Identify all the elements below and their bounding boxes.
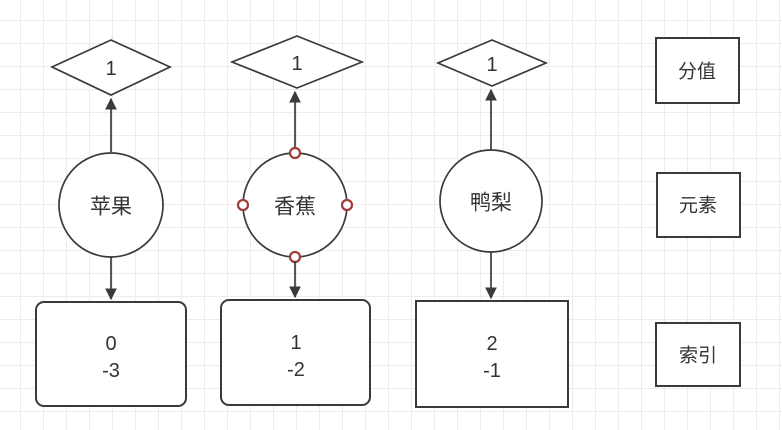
index-box[interactable] [415, 300, 569, 408]
index-label: 2 [486, 333, 497, 355]
score-diamond[interactable] [435, 39, 549, 87]
score-label: 1 [105, 58, 116, 80]
legend-label-index: 索引 [679, 345, 717, 367]
score-diamond[interactable] [49, 39, 173, 96]
legend-label-element: 元素 [679, 195, 717, 217]
connection-handle-right[interactable] [340, 198, 354, 212]
legend-box-score[interactable] [655, 37, 740, 104]
score-label: 1 [486, 54, 497, 76]
negative-index-label: -1 [483, 360, 501, 382]
legend-box-element[interactable] [656, 172, 741, 238]
score-label: 1 [291, 53, 302, 75]
element-label: 鸭梨 [470, 191, 512, 214]
legend-box-index[interactable] [655, 322, 741, 387]
column-apple: 1 苹果 0 -3 [35, 39, 187, 407]
negative-index-label: -3 [102, 360, 120, 382]
score-diamond[interactable] [229, 35, 365, 89]
legend: 分值 元素 索引 [655, 37, 741, 387]
index-label: 0 [105, 333, 116, 355]
connection-handle-left[interactable] [236, 198, 250, 212]
column-pear: 1 鸭梨 2 -1 [415, 39, 569, 408]
connection-handle-bottom[interactable] [288, 250, 302, 264]
column-banana: 1 香蕉 1 -2 [220, 35, 371, 406]
connection-handle-top[interactable] [288, 146, 302, 160]
element-label: 香蕉 [274, 195, 316, 218]
index-box[interactable] [35, 301, 187, 407]
index-box[interactable] [220, 299, 371, 406]
negative-index-label: -2 [287, 359, 305, 381]
element-label: 苹果 [90, 195, 132, 218]
index-label: 1 [290, 332, 301, 354]
legend-label-score: 分值 [678, 61, 716, 83]
